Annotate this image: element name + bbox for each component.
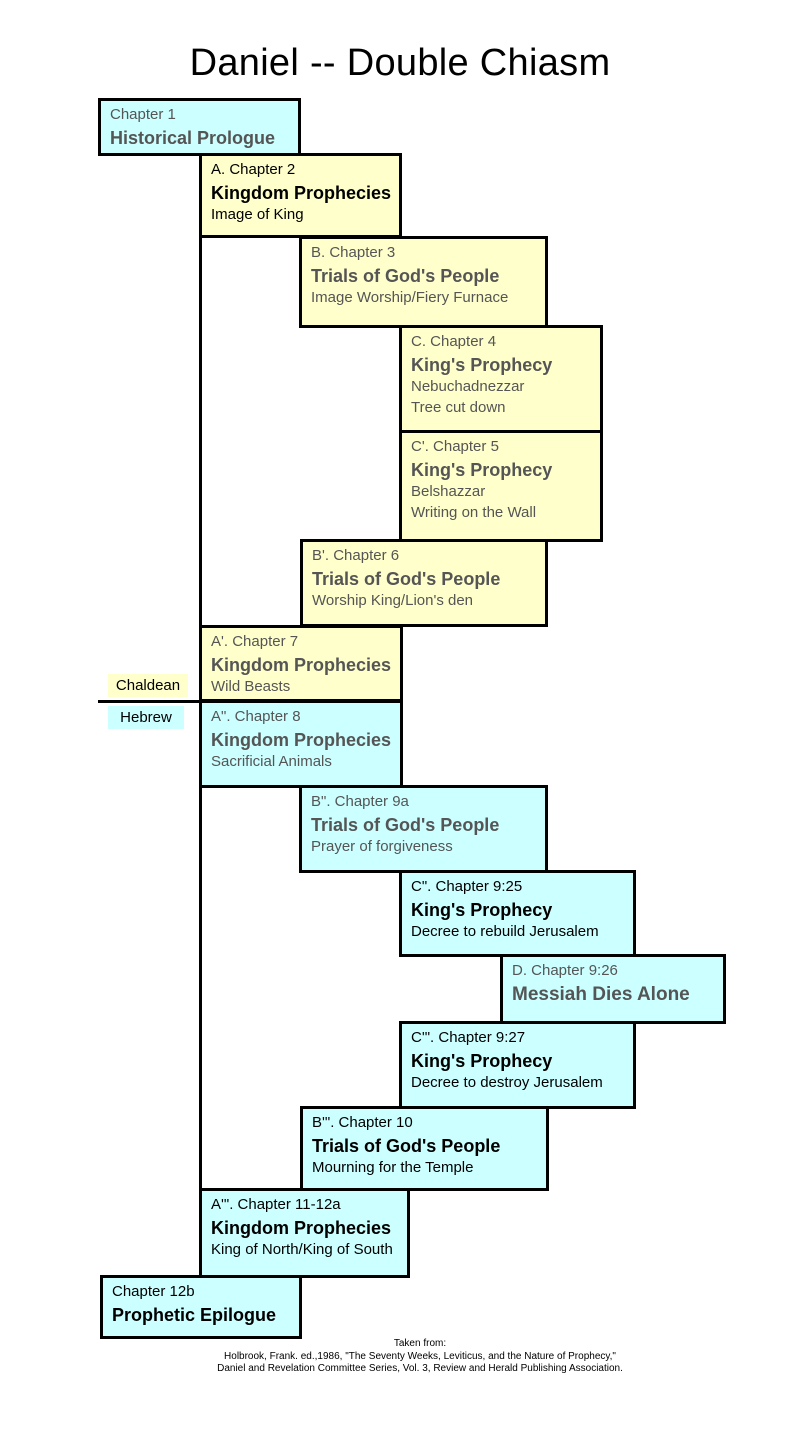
box-chapter-8: A". Chapter 8 Kingdom Prophecies Sacrifi… bbox=[199, 700, 403, 788]
box-heading: King's Prophecy bbox=[411, 1050, 553, 1071]
box-heading: Trials of God's People bbox=[311, 265, 500, 286]
box-chapter-9-26: D. Chapter 9:26 Messiah Dies Alone bbox=[500, 954, 726, 1024]
box-heading: King's Prophecy bbox=[411, 459, 553, 480]
box-chapter-7: A'. Chapter 7 Kingdom Prophecies Wild Be… bbox=[199, 625, 403, 702]
box-chapter-9-27: C'". Chapter 9:27 King's Prophecy Decree… bbox=[399, 1021, 636, 1109]
box-detail: Belshazzar bbox=[411, 483, 486, 501]
box-label: B. Chapter 3 bbox=[311, 244, 396, 261]
box-chapter-10: B'". Chapter 10 Trials of God's People M… bbox=[300, 1106, 549, 1191]
box-chapter-9a: B". Chapter 9a Trials of God's People Pr… bbox=[299, 785, 548, 873]
source-citation: Taken from: Holbrook, Frank. ed.,1986, "… bbox=[140, 1338, 700, 1376]
box-heading: Prophetic Epilogue bbox=[112, 1304, 277, 1325]
box-heading: Trials of God's People bbox=[312, 568, 501, 589]
box-detail: Image Worship/Fiery Furnace bbox=[311, 289, 509, 307]
source-line: Daniel and Revelation Committee Series, … bbox=[217, 1363, 623, 1374]
box-label: A". Chapter 8 bbox=[211, 708, 301, 725]
box-detail: Sacrificial Animals bbox=[211, 753, 332, 771]
box-chapter-3: B. Chapter 3 Trials of God's People Imag… bbox=[299, 236, 548, 328]
box-chapter-4: C. Chapter 4 King's Prophecy Nebuchadnez… bbox=[399, 325, 603, 433]
box-label: B'". Chapter 10 bbox=[312, 1114, 413, 1131]
source-line: Holbrook, Frank. ed.,1986, "The Seventy … bbox=[224, 1350, 616, 1362]
hebrew-label: Hebrew bbox=[108, 706, 184, 729]
box-heading: Kingdom Prophecies bbox=[211, 654, 392, 675]
box-detail: Mourning for the Temple bbox=[312, 1159, 474, 1177]
box-chapter-6: B'. Chapter 6 Trials of God's People Wor… bbox=[300, 539, 548, 627]
box-label: D. Chapter 9:26 bbox=[512, 962, 618, 979]
box-label: A'. Chapter 7 bbox=[211, 633, 299, 650]
box-label: C'. Chapter 5 bbox=[411, 438, 499, 455]
box-heading: Historical Prologue bbox=[110, 127, 276, 148]
box-label: B'. Chapter 6 bbox=[312, 547, 400, 564]
box-detail: Wild Beasts bbox=[211, 678, 291, 696]
box-chapter-1: Chapter 1 Historical Prologue bbox=[98, 98, 301, 156]
box-label: A. Chapter 2 bbox=[211, 161, 296, 178]
box-detail: Prayer of forgiveness bbox=[311, 838, 453, 856]
box-label: B". Chapter 9a bbox=[311, 793, 409, 810]
source-line: Taken from: bbox=[393, 1338, 447, 1349]
box-label: C". Chapter 9:25 bbox=[411, 878, 523, 895]
box-heading: King's Prophecy bbox=[411, 899, 553, 920]
box-heading: Kingdom Prophecies bbox=[211, 729, 392, 750]
box-chapter-2: A. Chapter 2 Kingdom Prophecies Image of… bbox=[199, 153, 402, 238]
box-heading: Trials of God's People bbox=[311, 814, 500, 835]
box-label: C. Chapter 4 bbox=[411, 333, 497, 350]
box-heading: Kingdom Prophecies bbox=[211, 182, 392, 203]
box-detail: Writing on the Wall bbox=[411, 504, 537, 521]
box-heading: Messiah Dies Alone bbox=[512, 983, 690, 1005]
chaldean-label: Chaldean bbox=[108, 674, 188, 697]
box-detail: Tree cut down bbox=[411, 399, 506, 416]
box-chapter-5: C'. Chapter 5 King's Prophecy Belshazzar… bbox=[399, 430, 603, 542]
box-label: A'". Chapter 11-12a bbox=[211, 1196, 341, 1213]
box-detail: Decree to rebuild Jerusalem bbox=[411, 923, 599, 941]
box-detail: Decree to destroy Jerusalem bbox=[411, 1074, 603, 1092]
box-heading: Trials of God's People bbox=[312, 1135, 501, 1156]
box-label: C'". Chapter 9:27 bbox=[411, 1029, 526, 1046]
box-detail: Worship King/Lion's den bbox=[312, 592, 474, 610]
box-label: Chapter 1 bbox=[110, 106, 176, 123]
box-chapter-11-12a: A'". Chapter 11-12a Kingdom Prophecies K… bbox=[199, 1188, 410, 1278]
box-detail: King of North/King of South bbox=[211, 1241, 393, 1259]
box-detail: Nebuchadnezzar bbox=[411, 378, 525, 396]
box-detail: Image of King bbox=[211, 206, 304, 224]
box-heading: King's Prophecy bbox=[411, 354, 553, 375]
box-label: Chapter 12b bbox=[112, 1283, 195, 1300]
box-heading: Kingdom Prophecies bbox=[211, 1217, 392, 1238]
diagram-title: Daniel -- Double Chiasm bbox=[189, 42, 611, 84]
box-chapter-9-25: C". Chapter 9:25 King's Prophecy Decree … bbox=[399, 870, 636, 957]
box-chapter-12b: Chapter 12b Prophetic Epilogue bbox=[100, 1275, 302, 1339]
